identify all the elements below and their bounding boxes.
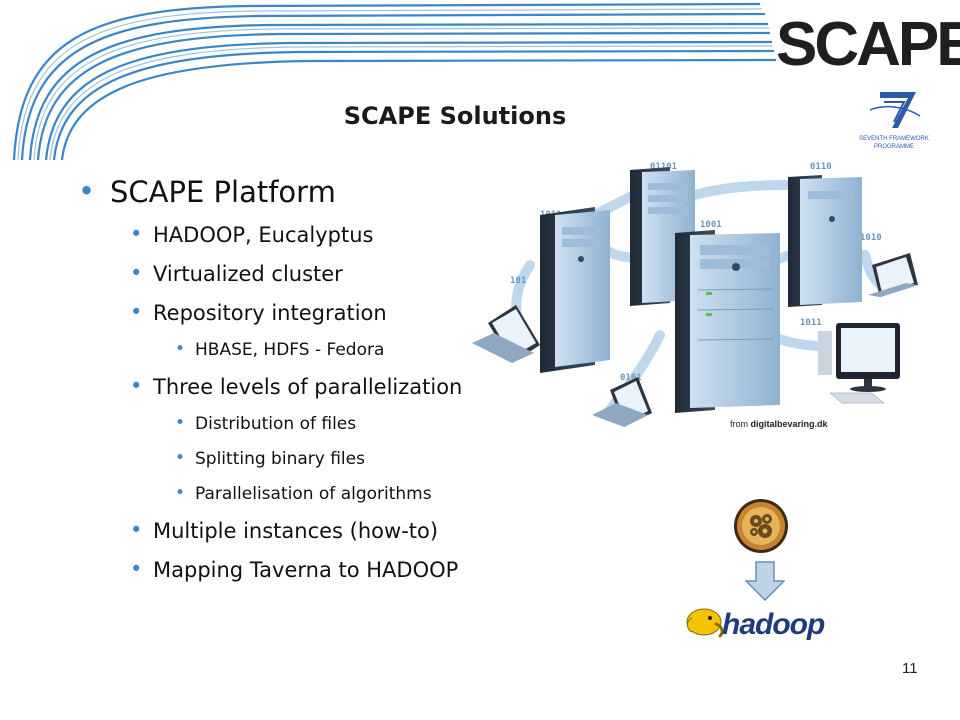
laptop-bottom — [592, 377, 652, 427]
server-tower-4 — [675, 230, 780, 413]
slide-title: SCAPE Solutions — [343, 102, 567, 130]
fp7-label-line2: PROGRAMME — [874, 144, 914, 150]
server-tower-1 — [540, 207, 610, 373]
laptop-left — [472, 305, 540, 363]
bullet-item: Three levels of parallelization — [78, 374, 548, 399]
svg-text:1010: 1010 — [860, 233, 882, 243]
fp7-logo: SEVENTH FRAMEWORK PROGRAMME — [859, 92, 929, 150]
bullet-item: Splitting binary files — [78, 448, 548, 469]
bullet-item: Virtualized cluster — [78, 261, 548, 286]
credit-source: digitalbevaring.dk — [750, 419, 828, 429]
scape-logo: SCAPE — [776, 10, 960, 79]
svg-text:1011: 1011 — [800, 318, 822, 328]
bullet-item: Distribution of files — [78, 413, 548, 434]
arrow-down-icon — [745, 561, 785, 601]
bullet-item: HBASE, HDFS - Fedora — [78, 339, 548, 360]
credit-prefix: from — [730, 419, 748, 429]
svg-text:0101: 0101 — [620, 373, 642, 383]
image-credit: from digitalbevaring.dk — [730, 419, 828, 429]
bullet-item: Repository integration — [78, 300, 548, 325]
page-number: 11 — [902, 660, 918, 677]
bullet-list: SCAPE Platform HADOOP, Eucalyptus Virtua… — [78, 174, 548, 597]
network-illustration: 1011 01101 0110 1001 101 1010 0101 1011 — [472, 162, 918, 427]
bullet-item: Multiple instances (how-to) — [78, 518, 548, 543]
svg-text:1001: 1001 — [700, 220, 722, 230]
laptop-right — [868, 253, 918, 297]
hadoop-logo-text: hadoop — [722, 608, 825, 641]
svg-text:101: 101 — [510, 276, 526, 286]
svg-text:01101: 01101 — [650, 162, 677, 172]
bullet-item: HADOOP, Eucalyptus — [78, 222, 548, 247]
desktop-monitor — [818, 323, 900, 404]
fp7-label-line1: SEVENTH FRAMEWORK — [859, 136, 929, 142]
decorative-swooshes — [12, 2, 777, 160]
server-tower-3 — [788, 175, 862, 307]
bullet-item: SCAPE Platform — [78, 174, 548, 209]
svg-text:0110: 0110 — [810, 162, 832, 172]
bullet-item: Mapping Taverna to HADOOP — [78, 557, 548, 582]
taverna-gears-icon — [734, 499, 788, 553]
bullet-item: Parallelisation of algorithms — [78, 483, 548, 504]
hadoop-logo: hadoop — [686, 608, 826, 641]
